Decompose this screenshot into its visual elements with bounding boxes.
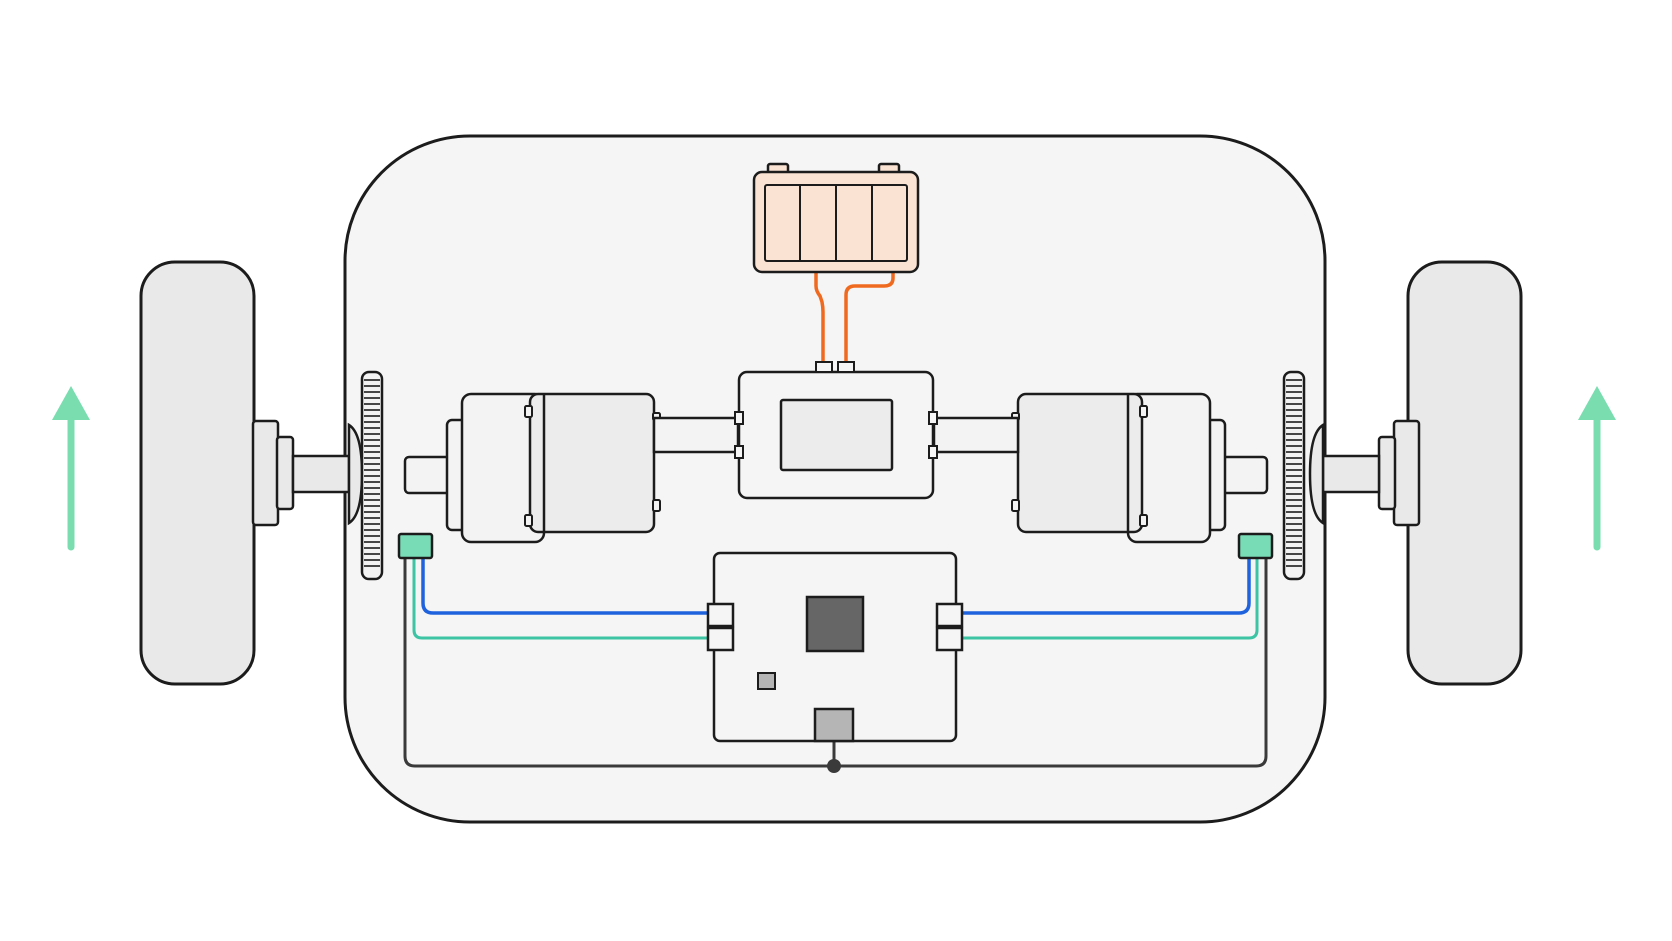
left-wheel — [139, 260, 256, 686]
power-wires — [814, 271, 895, 368]
processor-chip — [805, 595, 865, 653]
power-connector — [813, 707, 855, 743]
left-encoder-disc — [360, 370, 384, 581]
ground-junction — [827, 759, 841, 773]
right-encoder-sensor — [1237, 532, 1274, 560]
right-encoder-disc — [1282, 370, 1306, 581]
left-gear-motor — [403, 392, 740, 544]
right-axle — [1308, 419, 1421, 527]
left-encoder-sensor — [397, 532, 434, 560]
left-motion-arrow-icon — [52, 386, 90, 551]
motor-driver-board — [734, 361, 938, 500]
signal-wires — [412, 554, 1259, 640]
battery-pack — [752, 162, 920, 274]
right-wheel — [1406, 260, 1523, 686]
right-gear-motor — [932, 392, 1269, 544]
right-motion-arrow-icon — [1578, 386, 1616, 551]
microcontroller-board — [706, 551, 964, 743]
